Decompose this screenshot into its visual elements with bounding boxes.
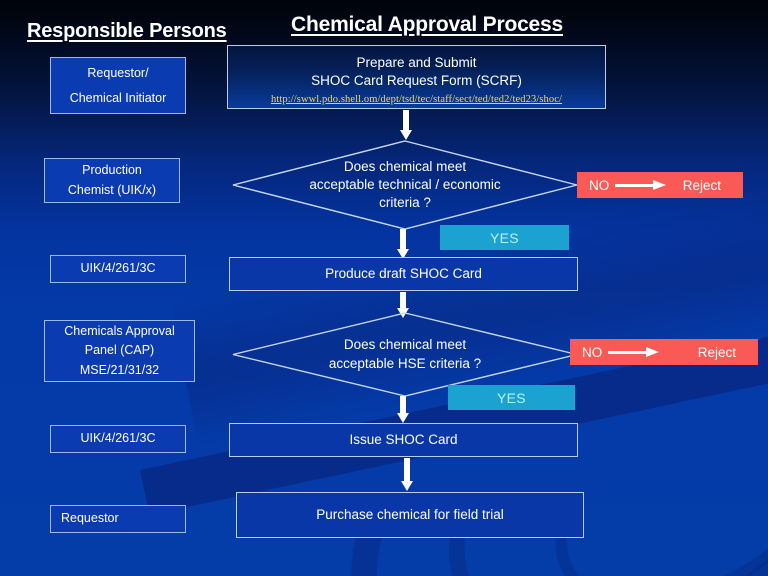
decision1-no-label: NO <box>589 177 610 193</box>
reject-callout-2[interactable]: NO Reject <box>570 339 758 365</box>
yes-callout-1[interactable]: YES <box>440 225 569 250</box>
process-box-purchase-chemical[interactable]: Purchase chemical for field trial <box>236 492 584 538</box>
chemical-approval-process-title: Chemical Approval Process <box>291 13 563 36</box>
role-box-uik-code-1[interactable]: UIK/4/261/3C <box>50 255 186 283</box>
role-box-uik-code-2[interactable]: UIK/4/261/3C <box>50 425 186 453</box>
connector-decision1-to-produce <box>397 229 409 260</box>
connector-decision2-to-issue <box>397 396 409 424</box>
role-box-requestor-initiator[interactable]: Requestor/ Chemical Initiator <box>50 57 186 114</box>
process-box-issue-shoc-card[interactable]: Issue SHOC Card <box>229 423 578 457</box>
process-box-produce-draft[interactable]: Produce draft SHOC Card <box>229 257 578 291</box>
decision2-reject-label: Reject <box>697 344 736 360</box>
decision1-reject-label: Reject <box>682 177 721 193</box>
connector-issue-to-purchase <box>401 458 413 491</box>
responsible-persons-heading: Responsible Persons <box>27 20 227 42</box>
decision1-label: Does chemical meet acceptable technical … <box>309 158 501 211</box>
decision-diamond-technical-economic[interactable]: Does chemical meet acceptable technical … <box>232 140 578 230</box>
role-box-production-chemist[interactable]: Production Chemist (UIK/x) <box>44 158 180 203</box>
scrf-url-link[interactable]: http://swwl.pdo.shell.om/dept/tsd/tec/st… <box>270 94 563 106</box>
prepare-line-1: Prepare and Submit <box>356 55 477 70</box>
connector-prepare-to-decision1 <box>400 110 412 140</box>
decision2-label: Does chemical meet acceptable HSE criter… <box>328 337 482 371</box>
arrow-right-icon <box>608 346 660 358</box>
prepare-line-2: SHOC Card Request Form (SCRF) <box>311 73 522 89</box>
role-box-requestor[interactable]: Requestor <box>50 505 186 533</box>
yes-callout-2[interactable]: YES <box>448 385 575 410</box>
process-box-prepare-submit[interactable]: Prepare and Submit SHOC Card Request For… <box>227 45 606 109</box>
decision2-no-label: NO <box>582 344 603 360</box>
reject-callout-1[interactable]: NO Reject <box>577 172 743 198</box>
role-box-chemicals-approval-panel[interactable]: Chemicals Approval Panel (CAP) MSE/21/31… <box>44 320 195 382</box>
arrow-right-icon <box>615 179 667 191</box>
